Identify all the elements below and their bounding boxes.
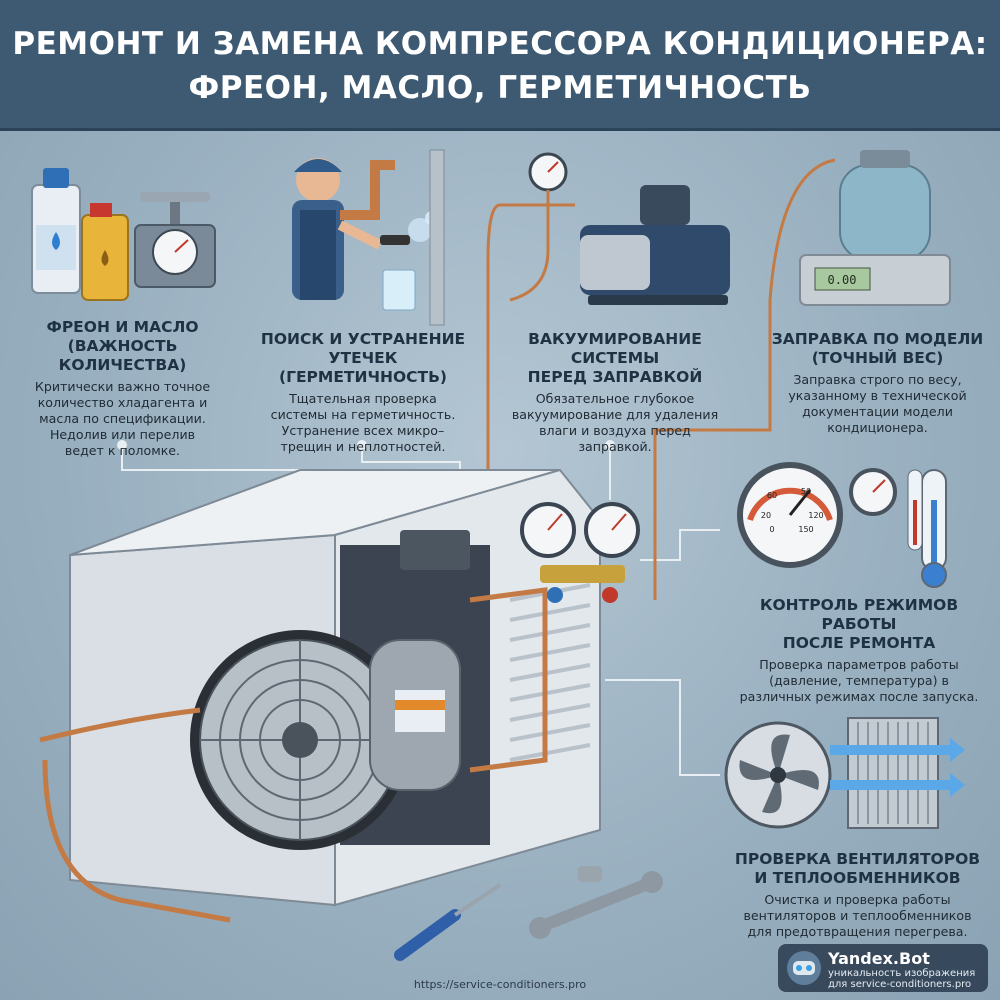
section-heading: И ТЕПЛООБМЕННИКОВ [754, 869, 961, 887]
source-url-caption: https://service-conditioners.pro [413, 978, 587, 991]
gauge-tick-label: 50 [801, 487, 811, 496]
title-banner: РЕМОНТ И ЗАМЕНА КОМПРЕССОРА КОНДИЦИОНЕРА… [0, 0, 1000, 131]
section-description: Тщательная проверка системы на герметичн… [270, 391, 456, 454]
fitting-icon [578, 866, 602, 882]
pressure-gauge-icon: 50 60 20 120 150 0 [737, 462, 843, 568]
leak-search-section: ПОИСК И УСТРАНЕНИЕ УТЕЧЕК (ГЕРМЕТИЧНОСТЬ… [248, 330, 478, 455]
thermometer-icon [907, 469, 947, 588]
heat-exchanger-icon [830, 717, 965, 829]
section-heading: ПРОВЕРКА ВЕНТИЛЯТОРОВ [734, 850, 981, 868]
section-heading: КОНТРОЛЬ РЕЖИМОВ РАБОТЫ [759, 596, 959, 633]
vacuum-pump-icon [509, 152, 730, 305]
yandex-bot-watermark: Yandex.Bot уникальность изображения для … [778, 944, 988, 992]
gauge-tick-label: 120 [808, 511, 823, 520]
section-heading: (ТОЧНЫЙ ВЕС) [811, 349, 944, 367]
section-description: Критически важно точное количество хлада… [34, 379, 211, 458]
section-heading: УТЕЧЕК (ГЕРМЕТИЧНОСТЬ) [279, 349, 447, 386]
section-heading: ФРЕОН И МАСЛО [46, 318, 199, 336]
wrench-icon [529, 871, 663, 939]
section-description: Заправка строго по весу, указанному в те… [788, 372, 967, 435]
screwdriver-icon [394, 883, 502, 961]
freon-oil-section: ФРЕОН И МАСЛО (ВАЖНОСТЬ КОЛИЧЕСТВА) Крит… [10, 318, 235, 459]
title-line-2: ФРЕОН, МАСЛО, ГЕРМЕТИЧНОСТЬ [188, 70, 812, 106]
section-heading: ВАКУУМИРОВАНИЕ СИСТЕМЫ [528, 330, 702, 367]
vacuum-section: ВАКУУМИРОВАНИЕ СИСТЕМЫ ПЕРЕД ЗАПРАВКОЙ О… [490, 330, 740, 455]
gauge-tick-label: 0 [769, 525, 774, 534]
outdoor-unit [39, 468, 601, 923]
title-line-1: РЕМОНТ И ЗАМЕНА КОМПРЕССОРА КОНДИЦИОНЕРА… [12, 26, 988, 62]
monitoring-section: КОНТРОЛЬ РЕЖИМОВ РАБОТЫ ПОСЛЕ РЕМОНТА Пр… [725, 596, 993, 705]
gauge-tick-label: 60 [767, 491, 777, 500]
hose-lines [486, 203, 772, 600]
scale-display: 0.00 [828, 273, 857, 287]
section-heading: ПОСЛЕ РЕМОНТА [782, 634, 936, 652]
section-heading: ПЕРЕД ЗАПРАВКОЙ [527, 368, 703, 386]
watermark-text: для service-conditioners.pro [828, 979, 972, 990]
freon-bottle-icon [31, 168, 81, 294]
manifold-gauges-icon [520, 502, 640, 603]
section-heading: (ВАЖНОСТЬ КОЛИЧЕСТВА) [58, 337, 187, 374]
section-heading: ЗАПРАВКА ПО МОДЕЛИ [771, 330, 984, 348]
small-gauge-icon [849, 468, 897, 516]
gauge-tick-label: 20 [761, 511, 771, 520]
section-description: Обязательное глубокое вакуумирование для… [511, 391, 719, 454]
section-heading: ПОИСК И УСТРАНЕНИЕ [260, 330, 466, 348]
fan-icon [724, 721, 832, 829]
fans-section: ПРОВЕРКА ВЕНТИЛЯТОРОВ И ТЕПЛООБМЕННИКОВ … [730, 850, 985, 940]
weighing-scale-icon [134, 192, 216, 288]
oil-can-icon [81, 203, 129, 301]
robot-icon [787, 951, 821, 985]
pipes-icon [340, 149, 445, 326]
section-description: Проверка параметров работы (давление, те… [739, 657, 979, 704]
technician-illustration [292, 158, 439, 311]
watermark-text: уникальность изображения [828, 968, 976, 979]
section-description: Очистка и проверка работы вентиляторов и… [743, 892, 972, 939]
refrigerant-cylinder-icon: 0.00 [768, 150, 951, 306]
gauge-tick-label: 150 [798, 525, 813, 534]
charging-section: ЗАПРАВКА ПО МОДЕЛИ (ТОЧНЫЙ ВЕС) Заправка… [765, 330, 990, 436]
watermark-title: Yandex.Bot [828, 949, 930, 968]
